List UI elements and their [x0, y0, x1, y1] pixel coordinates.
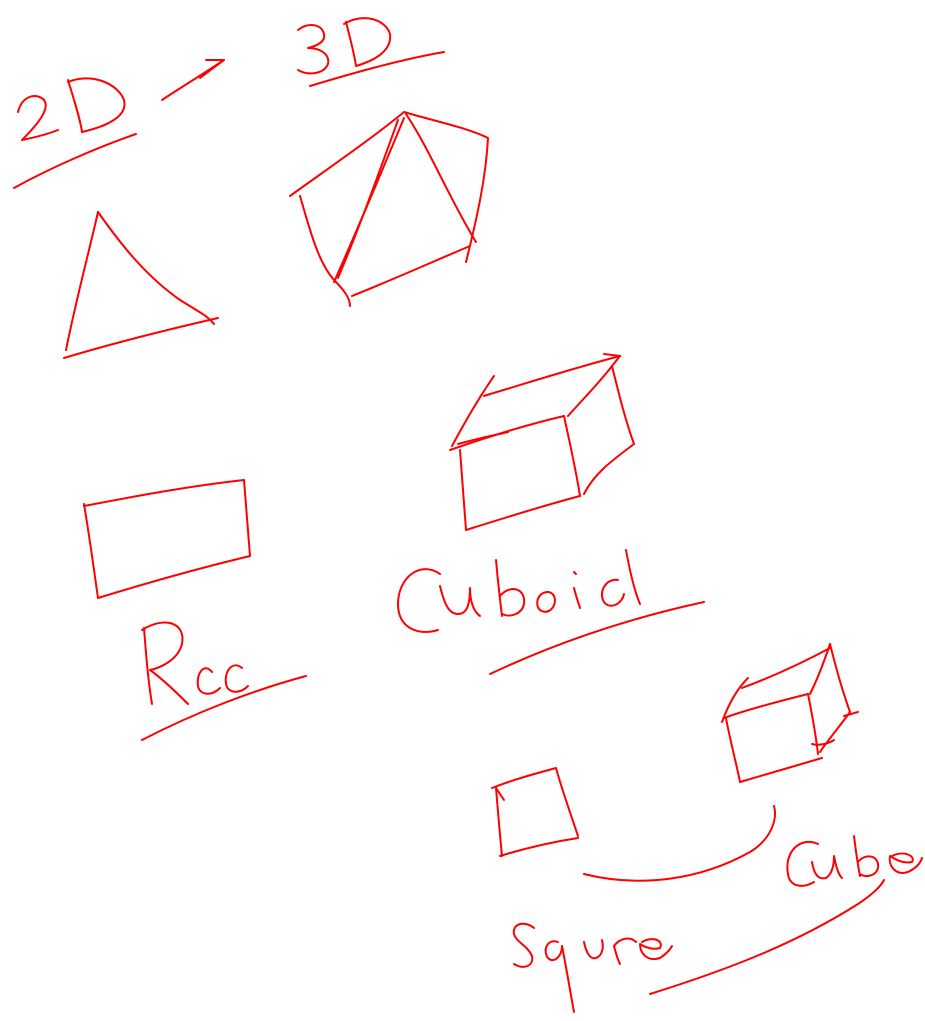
label-cube	[650, 836, 922, 994]
heading-3d	[298, 18, 444, 86]
cuboid-shape	[450, 354, 634, 530]
triangle-shape	[64, 212, 218, 358]
cube-shape	[722, 644, 858, 782]
square-shape	[492, 768, 578, 856]
connector-curve	[584, 806, 775, 881]
heading-arrow	[162, 60, 224, 100]
pyramid-shape	[290, 112, 488, 306]
heading-2d	[14, 78, 136, 188]
rectangle-shape	[84, 480, 250, 598]
label-square	[514, 924, 672, 1012]
label-rectangle	[142, 622, 306, 740]
label-cuboid	[398, 550, 704, 674]
